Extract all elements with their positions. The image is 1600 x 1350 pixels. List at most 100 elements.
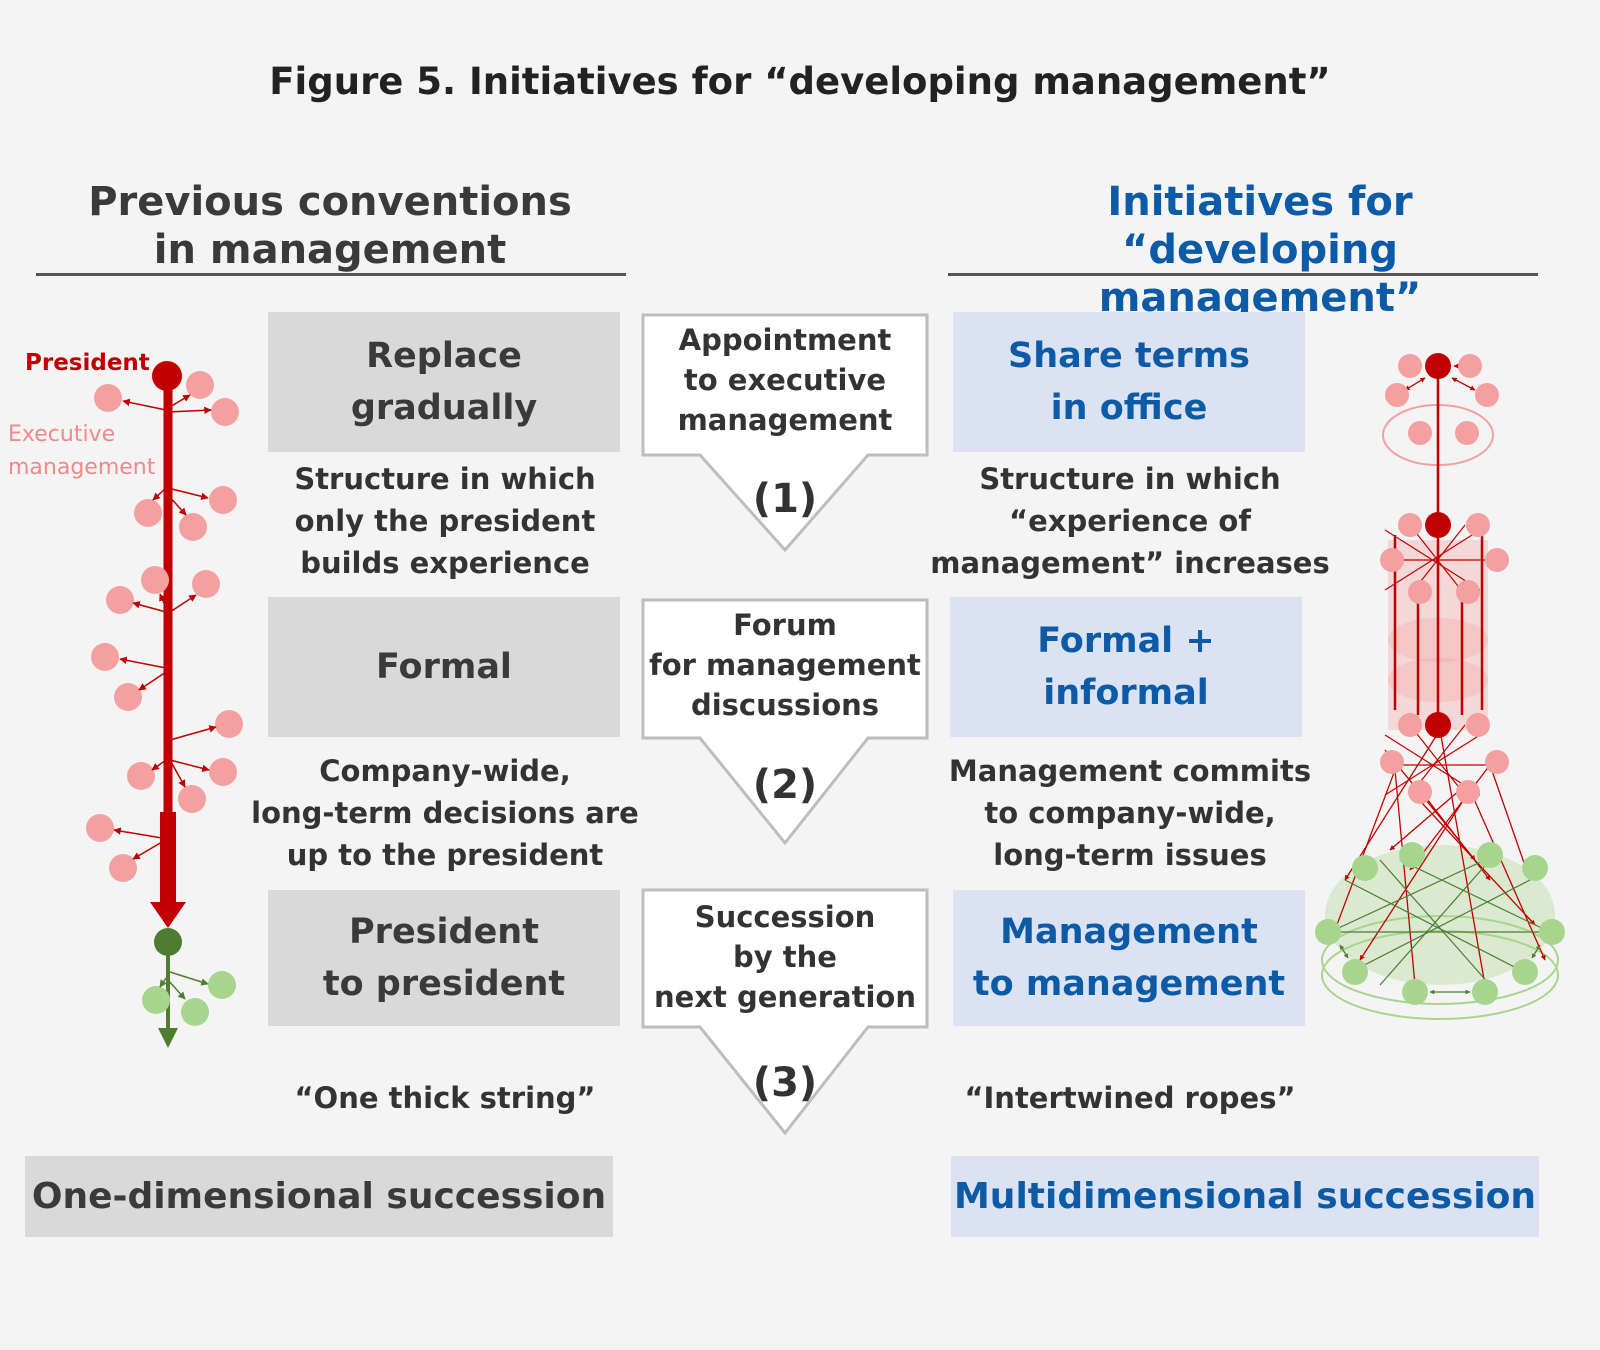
president-line-thick [160, 812, 176, 904]
right-desc-1: Structure in which “experience of manage… [930, 458, 1330, 584]
exec-arrow [119, 656, 167, 669]
green-ring [1321, 915, 1559, 1005]
executive-node [192, 570, 220, 598]
green-thread [1379, 859, 1491, 986]
green-base [1325, 845, 1555, 985]
green-arrow [1339, 944, 1349, 959]
management-node [1408, 580, 1432, 604]
spread-arrow [1344, 729, 1441, 881]
president-node [152, 361, 182, 391]
desc-line: “experience of [1009, 504, 1251, 538]
executive-node [178, 785, 206, 813]
next-gen-node [1315, 919, 1341, 945]
right-heading-rule [948, 273, 1538, 276]
arrow-text-1: Appointment to executive management [643, 320, 927, 440]
right-desc-2: Management commits to company-wide, long… [930, 750, 1330, 876]
spread-arrow [1469, 789, 1546, 961]
management-node [1485, 750, 1509, 774]
leader-nodes [1425, 353, 1451, 738]
rope-ring [1388, 658, 1488, 702]
spread-arrow [1359, 789, 1471, 961]
exec-arrow [122, 398, 167, 411]
right-box-line: Share terms [1008, 336, 1250, 376]
next-gen-node [208, 971, 236, 999]
exec-arrow [167, 487, 209, 501]
spread-arrow [1394, 769, 1418, 986]
green-thread [1344, 879, 1531, 976]
management-node [1385, 383, 1409, 407]
rope-cross [1384, 734, 1481, 796]
management-node [1398, 354, 1422, 378]
management-node [1408, 780, 1432, 804]
next-gen-node [1472, 979, 1498, 1005]
next-gen-node [1539, 919, 1565, 945]
next-gen-nodes [142, 971, 236, 1026]
management-node [1466, 513, 1490, 537]
exec-arrow [132, 601, 167, 613]
exec-arrow [151, 759, 167, 771]
left-summary-box: One-dimensional succession [25, 1156, 613, 1237]
left-desc-1: Structure in which only the president bu… [250, 458, 640, 584]
next-gen-arrow [169, 971, 209, 986]
next-gen-node [1477, 842, 1503, 868]
arrow-line: Appointment [678, 323, 892, 357]
executive-node [91, 643, 119, 671]
green-thread [1399, 859, 1551, 933]
management-node [1466, 713, 1490, 737]
executive-node [211, 398, 239, 426]
next-gen-node [1352, 855, 1378, 881]
next-gen-nodes-right [1315, 842, 1565, 1005]
right-box-management-to-management: Management to management [953, 890, 1305, 1026]
successor-arrowhead [158, 1028, 178, 1048]
management-node [1380, 750, 1404, 774]
right-summary-box: Multidimensional succession [951, 1156, 1539, 1237]
desc-line: Structure in which [294, 462, 596, 496]
desc-line: to company-wide, [984, 796, 1276, 830]
spread-arrow [1334, 769, 1396, 931]
president-arrowhead [150, 902, 186, 928]
exec-arrow [159, 593, 167, 609]
management-node [1380, 548, 1404, 572]
desc-line: up to the president [286, 838, 604, 872]
arrow-line: management [677, 403, 893, 437]
next-gen-node [1402, 979, 1428, 1005]
exec-arrow [113, 827, 163, 839]
management-node [1485, 548, 1509, 572]
successor-node [154, 928, 182, 956]
left-box-line: to president [322, 964, 566, 1004]
left-heading-line-1: Previous conventions [88, 179, 572, 225]
arrow-line: Forum [733, 608, 837, 642]
arrow-line: Succession [694, 900, 876, 934]
exec-arrow [169, 759, 186, 788]
desc-line: only the president [294, 504, 596, 538]
executive-node [86, 814, 114, 842]
executive-node [106, 586, 134, 614]
right-box-line: to management [972, 964, 1286, 1004]
spread-arrow [1389, 789, 1461, 851]
exec-arrow [152, 487, 167, 501]
green-thread [1329, 859, 1486, 933]
management-node [1475, 383, 1499, 407]
rope-cross [1384, 529, 1481, 591]
spread-arrow [1419, 789, 1491, 881]
next-gen-node [181, 998, 209, 1026]
arrow-line: for management [649, 648, 921, 682]
executive-node [179, 513, 207, 541]
spread-arrow [1489, 764, 1531, 881]
management-node [1456, 580, 1480, 604]
next-gen-node [1512, 959, 1538, 985]
executive-node [134, 499, 162, 527]
arrow-text-2: Forum for management discussions [643, 605, 927, 725]
next-gen-arrow [167, 979, 186, 1000]
desc-line: Structure in which [979, 462, 1281, 496]
exec-label-line: management [8, 455, 156, 480]
right-box-formal-informal: Formal + informal [950, 597, 1302, 737]
arrow-line: to executive [683, 363, 887, 397]
exec-arrow [169, 725, 217, 741]
arrow-number-2: (2) [752, 762, 818, 808]
exec-arrow [169, 759, 210, 772]
spread-arrow [1439, 729, 1487, 986]
left-box-label: Formal [376, 647, 512, 687]
management-node [1398, 713, 1422, 737]
left-box-formal: Formal [268, 597, 620, 737]
